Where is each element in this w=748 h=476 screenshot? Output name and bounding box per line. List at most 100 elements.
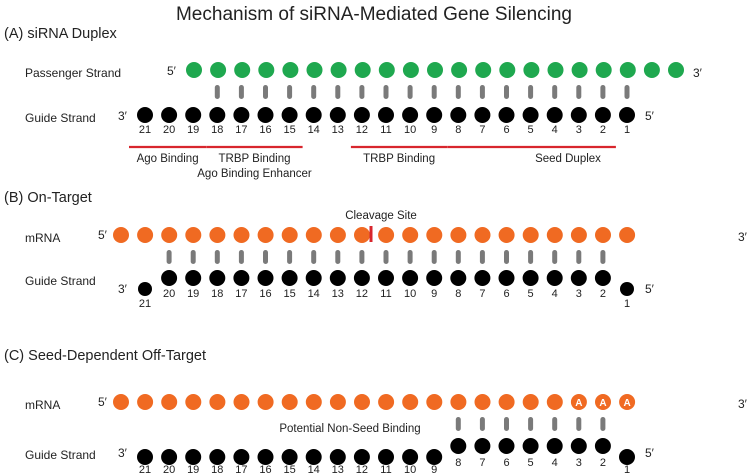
nucleotide-position-label: 3	[576, 124, 582, 136]
guide-nucleotide	[498, 270, 515, 286]
mrna-label: mRNA	[25, 231, 60, 245]
mrna-nucleotide	[378, 394, 395, 410]
region-label: Ago Binding Enhancer	[197, 168, 312, 180]
nucleotide-position-label: 21	[139, 464, 151, 476]
guide-nucleotide	[522, 438, 539, 454]
mrna-5prime-label: 5′	[98, 228, 108, 242]
base-pair-bond	[383, 250, 389, 264]
guide-nucleotide	[137, 107, 153, 123]
nucleotide-position-label: 13	[332, 464, 344, 476]
passenger-nucleotide	[547, 62, 564, 78]
base-pair-bond	[576, 85, 582, 99]
base-pair-bond	[359, 250, 365, 264]
passenger-nucleotide	[427, 62, 443, 78]
base-pair-bonds	[214, 85, 630, 99]
mrna-strand	[113, 227, 636, 243]
mrna-nucleotide	[185, 394, 202, 410]
panel-a: (A) siRNA Duplex Passenger Strand 5′ 3′ …	[4, 26, 703, 180]
guide-nucleotide	[378, 270, 394, 286]
nucleotide-position-label: 16	[259, 464, 271, 476]
passenger-nucleotide	[378, 62, 395, 78]
guide-nucleotide	[450, 107, 467, 123]
guide-nucleotide	[281, 449, 298, 465]
guide-5prime-label: 5′	[645, 282, 655, 296]
nucleotide-position-label: 9	[431, 124, 437, 136]
nucleotide-position-label: 10	[404, 124, 416, 136]
nucleotide-position-label: 14	[308, 464, 320, 476]
guide-nucleotide	[138, 282, 152, 296]
polya-nucleotide	[595, 394, 611, 410]
passenger-nucleotide	[210, 62, 227, 78]
region-label: Seed Duplex	[535, 153, 601, 165]
guide-nucleotide	[137, 449, 153, 465]
guide-nucleotide	[161, 107, 178, 123]
mrna-nucleotide	[257, 394, 274, 410]
mrna-nucleotide	[450, 227, 467, 243]
nucleotide-position-label: 18	[211, 288, 223, 300]
base-pair-bond	[576, 250, 582, 264]
base-pair-bond	[190, 250, 196, 264]
nucleotide-position-label: 8	[455, 124, 461, 136]
mrna-nucleotide	[257, 227, 274, 243]
nucleotide-position-label: 11	[380, 288, 391, 300]
guide-nucleotide	[378, 107, 394, 123]
nucleotide-position-label: 7	[479, 457, 485, 469]
nucleotide-position-label: 21	[139, 298, 151, 310]
guide-strand-label: Guide Strand	[25, 274, 96, 288]
base-pair-bond	[479, 85, 485, 99]
nucleotide-position-label: 4	[552, 124, 558, 136]
mrna-nucleotide	[161, 394, 178, 410]
nucleotide-position-label: 18	[211, 464, 223, 476]
mrna-nucleotide	[498, 227, 515, 243]
nucleotide-position-label: 13	[332, 124, 344, 136]
guide-nucleotide	[353, 449, 370, 465]
nucleotide-position-label: 20	[163, 288, 175, 300]
mrna-nucleotide	[113, 394, 129, 410]
guide-strand-label: Guide Strand	[25, 111, 96, 125]
guide-nucleotide	[498, 107, 515, 123]
mrna-nucleotide	[498, 394, 515, 410]
nucleotide-position-label: 9	[431, 464, 437, 476]
mrna-nucleotide	[113, 227, 129, 243]
guide-nucleotide	[233, 449, 250, 465]
guide-nucleotide	[402, 449, 419, 465]
nucleotide-position-label: 1	[624, 464, 630, 476]
guide-nucleotide	[570, 107, 587, 123]
nucleotide-position-label: 11	[380, 124, 391, 136]
base-pair-bond	[166, 250, 172, 264]
guide-nucleotide	[546, 270, 563, 286]
mrna-nucleotide	[378, 227, 395, 243]
nucleotide-position-label: 6	[503, 288, 509, 300]
mrna-nucleotide	[329, 394, 346, 410]
guide-nucleotide	[619, 107, 635, 123]
mrna-nucleotide	[233, 227, 250, 243]
mrna-nucleotide	[546, 394, 563, 410]
guide-3prime-label: 3′	[118, 282, 128, 296]
guide-nucleotide	[594, 270, 611, 286]
guide-nucleotide	[450, 438, 467, 454]
nucleotide-position-label: 2	[600, 457, 606, 469]
mrna-nucleotide	[474, 227, 491, 243]
cleavage-site-marker	[369, 226, 373, 242]
guide-nucleotide	[257, 449, 274, 465]
passenger-nucleotide	[258, 62, 275, 78]
passenger-nucleotide	[282, 62, 299, 78]
nucleotide-position-label: 20	[163, 124, 175, 136]
nucleotide-position-label: 14	[308, 124, 320, 136]
base-pair-bond	[576, 417, 582, 431]
mrna-nucleotide	[402, 227, 419, 243]
nucleotide-position-label: 16	[259, 288, 271, 300]
base-pair-bond	[455, 417, 461, 431]
base-pair-bond	[528, 417, 534, 431]
base-pair-bond	[335, 85, 341, 99]
guide-nucleotide	[620, 282, 634, 296]
base-pair-bond	[504, 85, 509, 99]
guide-5prime-label: 5′	[645, 109, 655, 123]
region-label: TRBP Binding	[363, 153, 435, 165]
guide-nucleotide	[281, 270, 298, 286]
passenger-nucleotide	[668, 62, 684, 78]
guide-3prime-label: 3′	[118, 446, 128, 460]
base-pair-bond	[263, 85, 268, 99]
nucleotide-position-label: 12	[356, 124, 368, 136]
